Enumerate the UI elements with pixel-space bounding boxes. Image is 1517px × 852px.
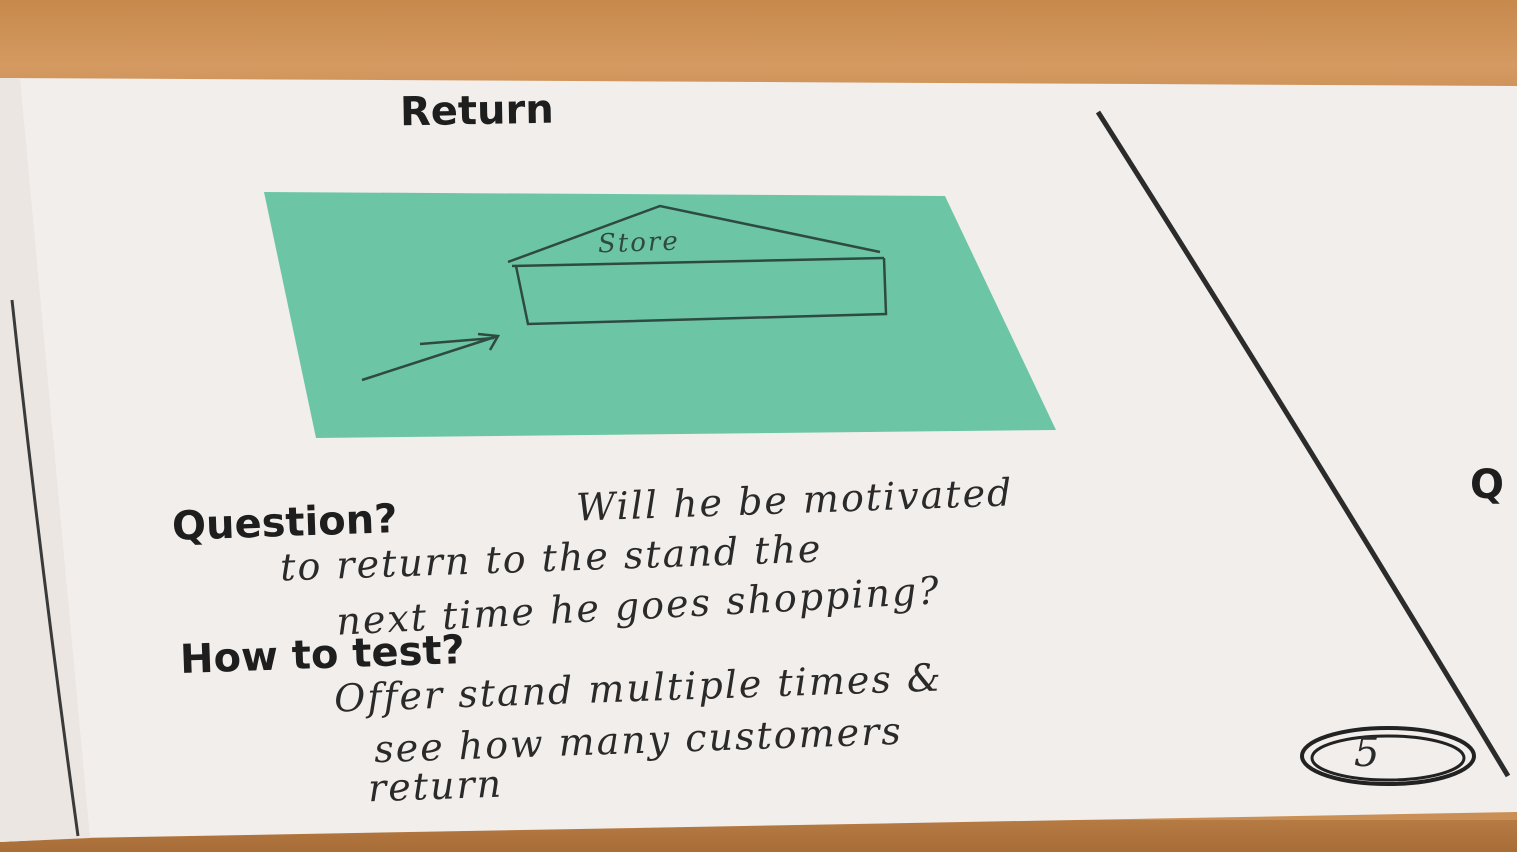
page-number-circle-inner	[1310, 734, 1466, 782]
store-sketch	[361, 204, 888, 382]
card-title: Return	[399, 86, 555, 136]
paper-left-edge	[0, 78, 90, 842]
sticky-note	[264, 192, 1056, 438]
page-number: 5	[1354, 730, 1380, 776]
card-divider-line	[1095, 110, 1511, 778]
next-card-partial-letter: Q	[1470, 462, 1505, 508]
left-fold-line	[10, 299, 80, 837]
sticky-note-label: Store	[597, 226, 681, 260]
howto-text-line3: return	[367, 761, 504, 811]
page-number-circle	[1300, 726, 1476, 786]
